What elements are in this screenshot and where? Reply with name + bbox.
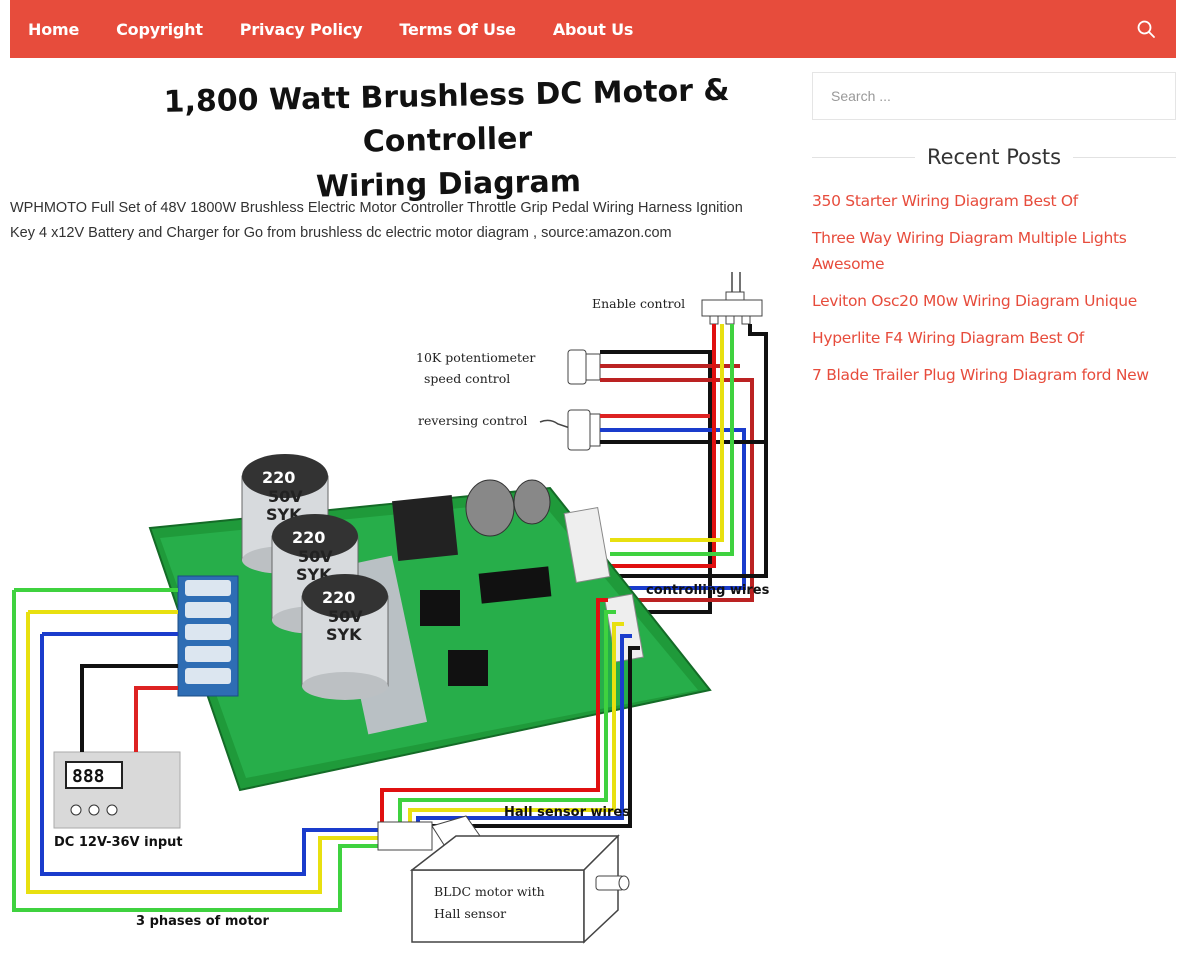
cap3-voltage: 50V xyxy=(328,607,363,626)
label-pot-line2: speed control xyxy=(424,371,510,386)
potentiometer xyxy=(567,349,601,385)
enable-switch xyxy=(701,272,763,325)
recent-posts-header: Recent Posts xyxy=(812,144,1177,170)
label-dc-input: DC 12V-36V input xyxy=(54,835,183,850)
motor-label-line2: Hall sensor xyxy=(434,906,506,921)
recent-post-link[interactable]: Hyperlite F4 Wiring Diagram Best Of xyxy=(812,329,1084,347)
label-hall-sensor-wires: Hall sensor wires xyxy=(504,805,630,820)
search-icon[interactable] xyxy=(1136,19,1156,39)
wiring-diagram-image: Enable control 10K potentiometer speed c… xyxy=(12,272,770,944)
recent-post-link[interactable]: 350 Starter Wiring Diagram Best Of xyxy=(812,192,1078,210)
label-pot-line1: 10K potentiometer xyxy=(416,350,535,365)
bldc-motor: BLDC motor with Hall sensor xyxy=(409,834,630,944)
nav-terms-of-use[interactable]: Terms Of Use xyxy=(399,19,516,39)
top-navigation: Home Copyright Privacy Policy Terms Of U… xyxy=(10,0,1176,58)
divider-left xyxy=(812,156,915,158)
label-phases: 3 phases of motor xyxy=(136,914,269,929)
recent-posts-title: Recent Posts xyxy=(926,145,1062,169)
cap2-voltage: 50V xyxy=(298,547,333,566)
label-controlling-wires: controlling wires xyxy=(646,583,770,598)
label-enable-control: Enable control xyxy=(592,296,685,311)
search-input[interactable] xyxy=(812,72,1176,120)
cap3-brand: SYK xyxy=(326,625,362,644)
controlling-wire-bundle xyxy=(600,324,768,614)
label-reversing-control: reversing control xyxy=(418,413,527,428)
nav-privacy-policy[interactable]: Privacy Policy xyxy=(239,19,363,39)
reversing-switch xyxy=(539,409,601,451)
cap1-voltage: 50V xyxy=(268,487,303,506)
nav-about-us[interactable]: About Us xyxy=(552,19,634,39)
post-content: 1,800 Watt Brushless DC Motor & Controll… xyxy=(10,70,780,944)
post-description: WPHMOTO Full Set of 48V 1800W Brushless … xyxy=(10,200,743,241)
cap3-value: 220 xyxy=(322,588,355,607)
power-display-digits: 888 xyxy=(72,766,105,787)
cap2-value: 220 xyxy=(292,528,325,547)
motor-label-line1: BLDC motor with xyxy=(434,884,545,899)
cap1-value: 220 xyxy=(262,468,295,487)
power-and-phase-wires xyxy=(12,588,378,912)
recent-post-link[interactable]: 7 Blade Trailer Plug Wiring Diagram ford… xyxy=(812,366,1149,384)
power-supply-box: 888 xyxy=(53,751,181,829)
recent-posts-list: 350 Starter Wiring Diagram Best Of Three… xyxy=(812,188,1176,388)
nav-copyright[interactable]: Copyright xyxy=(116,19,203,39)
sidebar: Recent Posts 350 Starter Wiring Diagram … xyxy=(812,72,1177,399)
recent-post-link[interactable]: Leviton Osc20 M0w Wiring Diagram Unique xyxy=(812,292,1137,310)
image-title: 1,800 Watt Brushless DC Motor & Controll… xyxy=(9,62,782,216)
nav-home[interactable]: Home xyxy=(28,19,80,39)
divider-right xyxy=(1073,156,1177,158)
capacitor-3: 220 50V SYK xyxy=(301,574,389,700)
recent-post-link[interactable]: Three Way Wiring Diagram Multiple Lights… xyxy=(812,229,1127,273)
image-title-line-1: 1,800 Watt Brushless DC Motor & Controll… xyxy=(163,72,730,160)
